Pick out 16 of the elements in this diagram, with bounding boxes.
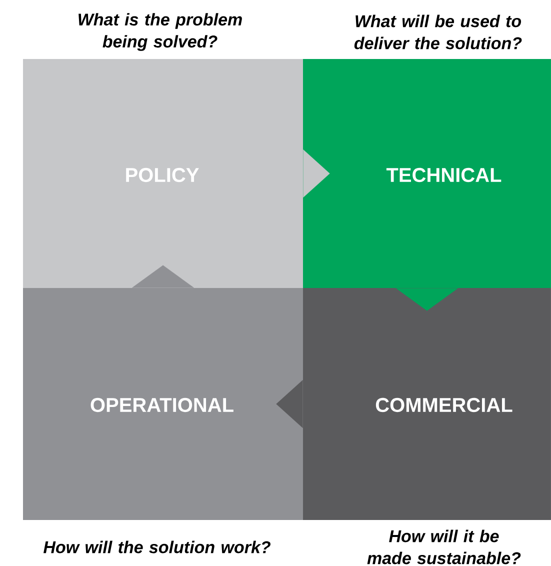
puzzle-tab <box>303 149 330 198</box>
question: How will it be made sustainable? <box>367 530 521 564</box>
quadrant-label: OPERATIONAL <box>90 398 234 412</box>
puzzle-tab <box>132 265 194 288</box>
question: What will be used to deliver the solution? <box>354 14 522 50</box>
quadrant <box>23 59 303 288</box>
question: How will the solution work? <box>44 540 270 554</box>
question: What is the problem being solved? <box>78 13 242 51</box>
quadrant-label: TECHNICAL <box>386 168 502 182</box>
puzzle-tab <box>276 380 303 428</box>
quadrant <box>303 288 551 520</box>
quadrant <box>303 59 551 288</box>
puzzle-tab <box>396 288 458 311</box>
quadrant-label: COMMERCIAL <box>376 398 512 412</box>
quadrant <box>23 288 303 520</box>
quadrant-label: POLICY <box>126 168 199 182</box>
